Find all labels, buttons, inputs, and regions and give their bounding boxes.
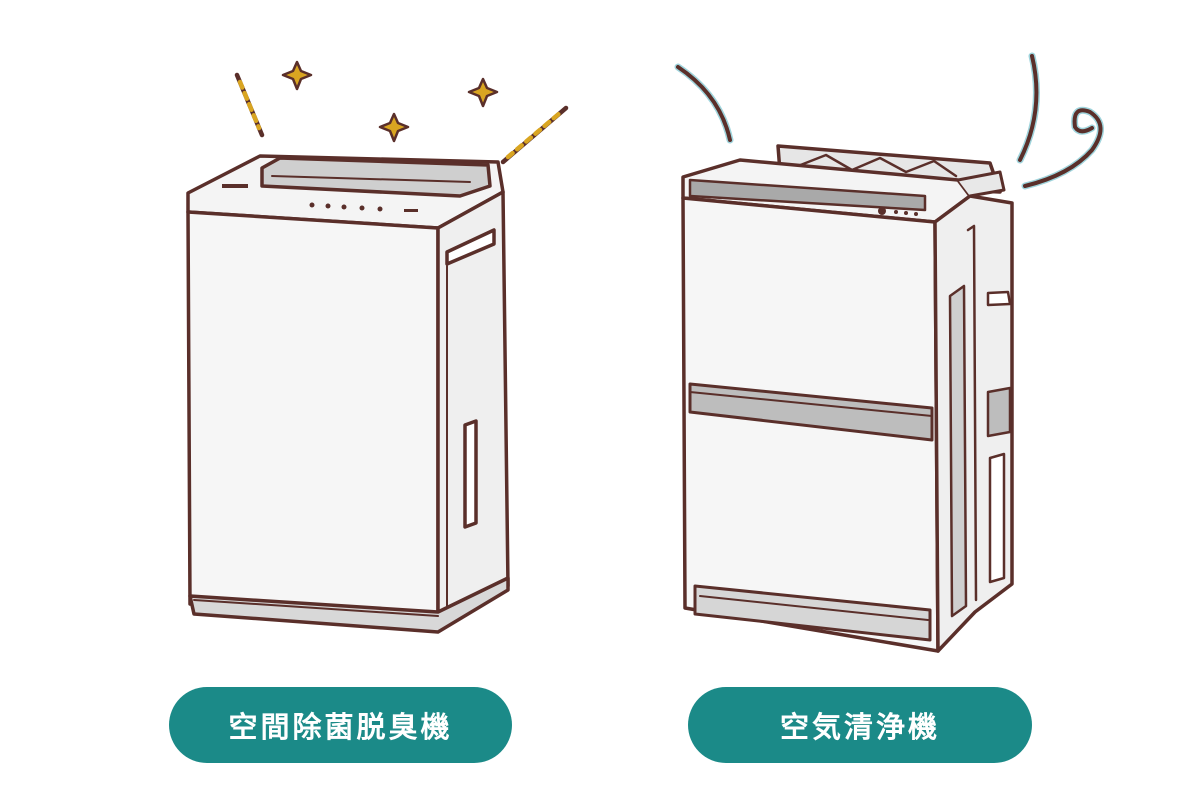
air-purifier-illustration: [681, 144, 1014, 653]
space-sterilizer-illustration: [186, 154, 510, 634]
space-sterilizer-label: 空間除菌脱臭機: [169, 687, 512, 763]
airflow-swirl-icon: [674, 52, 1104, 190]
indicator-dots: [878, 207, 918, 216]
control-panel-dots: [222, 184, 418, 212]
sparkle-icon: [281, 60, 499, 143]
air-purifier-label: 空気清浄機: [688, 687, 1032, 763]
shine-lines: [234, 72, 569, 165]
